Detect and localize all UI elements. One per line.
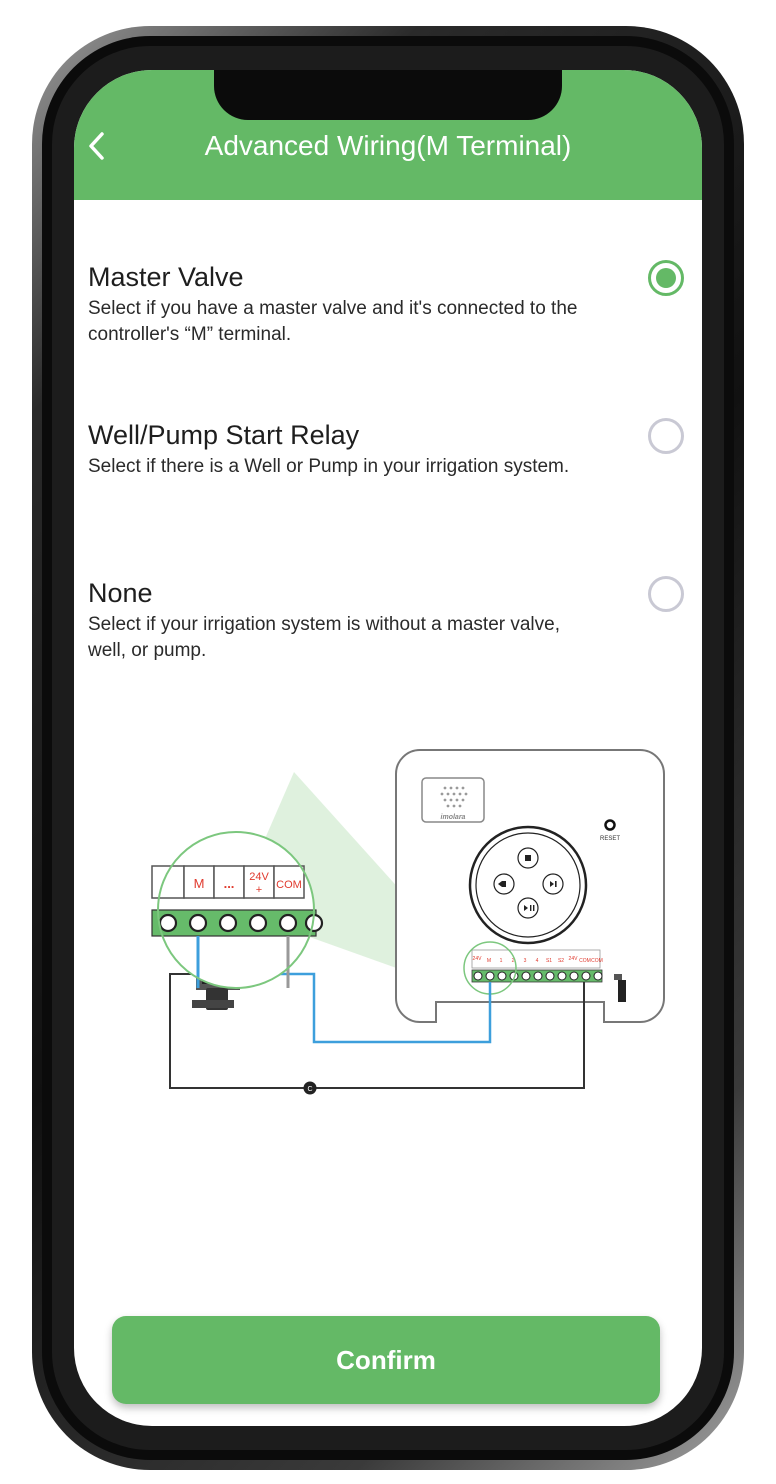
confirm-button[interactable]: Confirm	[112, 1316, 660, 1404]
svg-text:S2: S2	[558, 958, 564, 964]
controller-terminal-labels: 24V M 1 2 3 4 S1 S2 24V COM COM	[471, 949, 603, 969]
chevron-left-icon[interactable]	[82, 126, 112, 166]
common-wire	[169, 973, 585, 1089]
svg-text:COM: COM	[579, 958, 591, 964]
svg-text:3: 3	[524, 958, 527, 964]
svg-text:24V: 24V	[249, 871, 269, 883]
reset-button	[604, 819, 616, 831]
option-description: Select if your irrigation system is with…	[88, 614, 561, 661]
terminal-zoom-view: M ... 24V + COM	[151, 831, 324, 989]
svg-text:+: +	[256, 884, 262, 896]
controller-device: imolara RESET 24V M 1 2 3 4 S	[395, 749, 665, 1023]
svg-text:M: M	[487, 958, 491, 964]
previous-icon	[498, 881, 502, 887]
option-title: None	[88, 578, 153, 608]
stop-icon	[525, 855, 531, 861]
app-header: Advanced Wiring(M Terminal)	[74, 70, 702, 200]
radio-button[interactable]	[648, 418, 684, 454]
svg-text:S1: S1	[546, 958, 552, 964]
option-title: Master Valve	[88, 262, 244, 292]
play-pause-icon	[524, 905, 528, 911]
page-title: Advanced Wiring(M Terminal)	[204, 130, 572, 161]
master-valve-wire	[250, 972, 492, 1044]
svg-text:COM: COM	[276, 879, 302, 891]
svg-text:...: ...	[224, 876, 235, 891]
svg-text:4: 4	[536, 958, 539, 964]
brand-logo	[421, 777, 485, 823]
common-marker-label: C	[307, 1086, 312, 1093]
svg-text:2: 2	[512, 958, 515, 964]
phone-notch	[214, 70, 562, 120]
svg-text:M: M	[194, 876, 205, 891]
svg-text:24V: 24V	[569, 956, 579, 962]
option-description: Select if there is a Well or Pump in you…	[88, 456, 570, 477]
power-connector	[618, 980, 626, 1002]
next-icon	[550, 881, 554, 887]
svg-text:1: 1	[500, 958, 503, 964]
reset-label: RESET	[600, 836, 620, 842]
option-description: Select if you have a master valve and it…	[88, 298, 578, 345]
radio-button-selected[interactable]	[648, 260, 684, 296]
option-well-pump-relay[interactable]: Well/Pump Start Relay Select if there is…	[88, 418, 688, 480]
app-screen: Advanced Wiring(M Terminal) Master Valve…	[74, 70, 702, 1426]
svg-text:24V: 24V	[473, 956, 483, 962]
option-master-valve[interactable]: Master Valve Select if you have a master…	[88, 260, 688, 348]
option-none[interactable]: None Select if your irrigation system is…	[88, 576, 688, 664]
wiring-diagram: imolara RESET 24V M 1 2 3 4 S	[151, 749, 665, 1095]
common-marker	[303, 1081, 317, 1095]
brand-text: imolara	[441, 814, 466, 821]
option-title: Well/Pump Start Relay	[88, 420, 360, 450]
radio-button[interactable]	[648, 576, 684, 612]
svg-text:COM: COM	[591, 958, 603, 964]
